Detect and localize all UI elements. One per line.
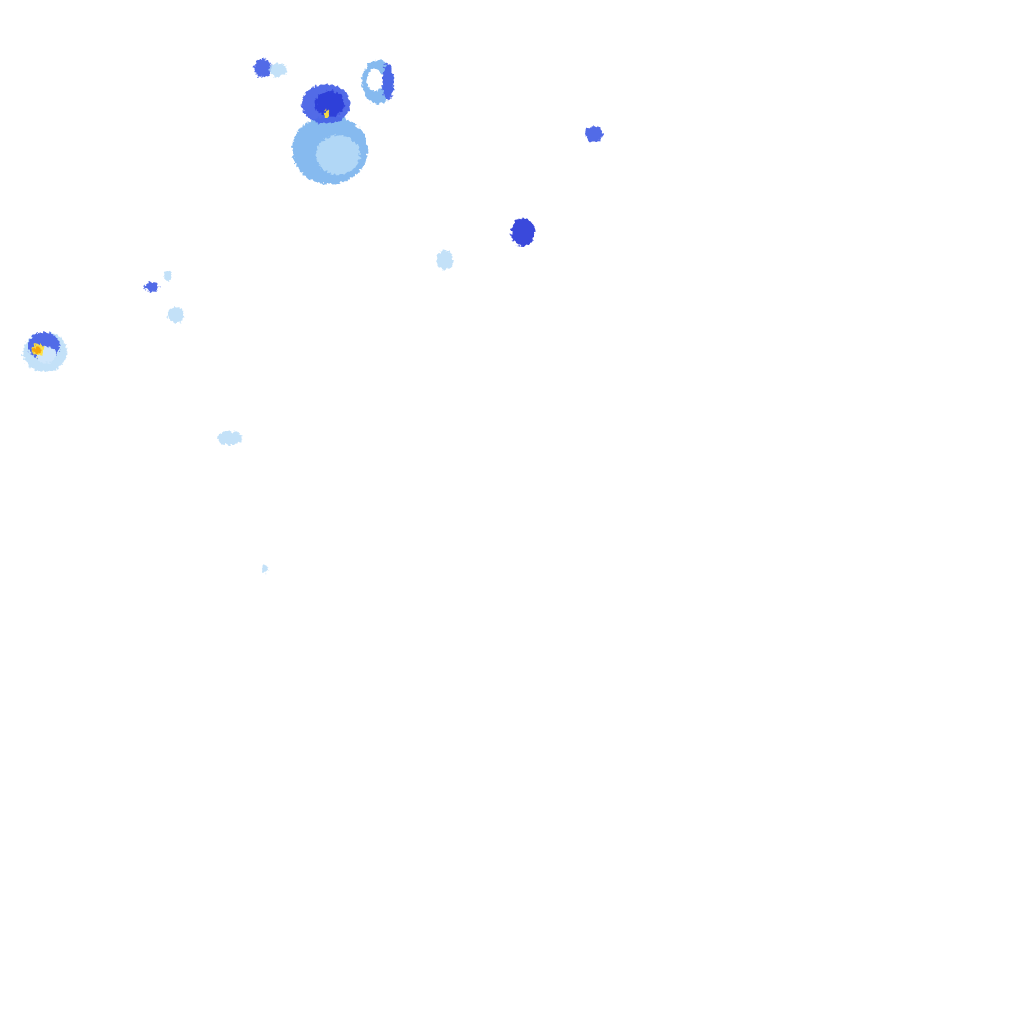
precip-cell-7 — [437, 250, 453, 270]
precip-cell-east — [437, 126, 603, 270]
precip-cell-8b — [164, 271, 172, 281]
precip-cell-1-core — [324, 110, 330, 118]
precip-cell-2-band — [382, 64, 394, 100]
precip-cell-cluster-north — [254, 59, 394, 184]
precip-cell-west — [23, 271, 268, 573]
precip-cell-1-light — [316, 135, 360, 175]
precip-cell-3 — [254, 59, 272, 77]
precip-cell-2-hole — [367, 69, 383, 91]
precip-cell-1-inner — [315, 91, 345, 117]
precip-cell-5 — [585, 126, 603, 142]
precip-cell-11 — [218, 431, 242, 445]
precip-cell-8 — [145, 282, 159, 292]
precip-cell-6 — [511, 218, 535, 246]
precip-cell-10-core — [33, 346, 41, 354]
precip-cell-12 — [262, 565, 268, 573]
precip-cell-9 — [168, 307, 184, 323]
precip-cell-3-fringe — [269, 63, 287, 77]
